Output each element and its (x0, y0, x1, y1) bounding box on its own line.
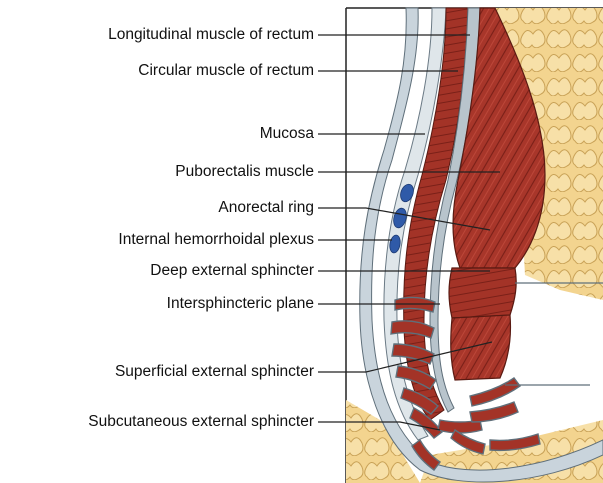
deep-external-sphincter (449, 268, 516, 318)
label-hemorrhoidal-plexus: Internal hemorrhoidal plexus (118, 231, 314, 249)
label-puborectalis-muscle: Puborectalis muscle (175, 163, 314, 181)
label-deep-external-sphincter: Deep external sphincter (150, 262, 314, 280)
label-subcutaneous-external-sphincter: Subcutaneous external sphincter (88, 413, 314, 431)
label-circular-muscle: Circular muscle of rectum (138, 62, 314, 80)
label-anorectal-ring: Anorectal ring (218, 199, 314, 217)
label-intersphincteric-plane: Intersphincteric plane (167, 295, 314, 313)
label-longitudinal-muscle: Longitudinal muscle of rectum (108, 26, 314, 44)
label-superficial-external-sphincter: Superficial external sphincter (115, 363, 314, 381)
superficial-external-sphincter (451, 315, 511, 380)
label-mucosa: Mucosa (260, 125, 314, 143)
